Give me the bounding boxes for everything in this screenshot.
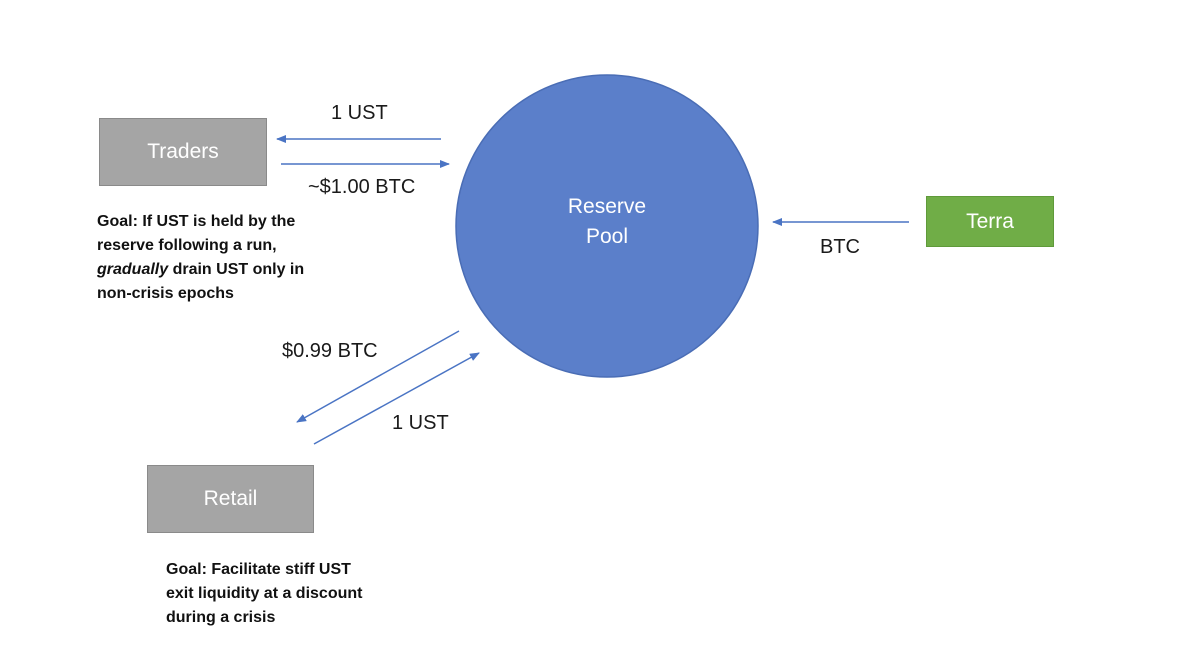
- traders-goal-line3-rest: drain UST only in: [168, 261, 305, 278]
- reserve-pool-label-line1: Reserve: [567, 195, 647, 218]
- arrow-retail-to-pool: [313, 352, 480, 445]
- traders-label: Traders: [147, 140, 219, 163]
- traders-node: Traders: [99, 118, 267, 186]
- retail-goal-line2: exit liquidity at a discount: [166, 585, 363, 602]
- retail-node: Retail: [147, 465, 314, 533]
- traders-goal-line2: reserve following a run,: [97, 237, 277, 254]
- flow-label-pool-to-retail: $0.99 BTC: [282, 340, 378, 362]
- flow-label-pool-to-traders: 1 UST: [331, 102, 388, 124]
- traders-goal-line3: gradually drain UST only in: [97, 258, 304, 282]
- flow-label-retail-to-pool: 1 UST: [392, 412, 449, 434]
- retail-goal-line3: during a crisis: [166, 609, 276, 626]
- traders-goal: Goal: If UST is held by the reserve foll…: [97, 210, 304, 306]
- terra-node: Terra: [926, 196, 1054, 247]
- flow-label-terra-to-pool: BTC: [820, 236, 860, 258]
- traders-goal-line4: non-crisis epochs: [97, 285, 234, 302]
- retail-label: Retail: [203, 487, 258, 510]
- traders-goal-line1: Goal: If UST is held by the: [97, 213, 296, 230]
- flow-label-traders-to-pool: ~$1.00 BTC: [308, 176, 416, 198]
- arrow-pool-to-retail: [296, 330, 460, 423]
- traders-goal-emphasis: gradually: [97, 261, 169, 278]
- retail-goal-line1: Goal: Facilitate stiff UST: [166, 561, 351, 578]
- reserve-pool-circle: [455, 74, 759, 378]
- retail-goal: Goal: Facilitate stiff UST exit liquidit…: [166, 558, 362, 630]
- reserve-pool-label-line2: Pool: [585, 225, 629, 248]
- reserve-pool-label: Reserve Pool: [527, 192, 687, 252]
- terra-label: Terra: [966, 209, 1014, 233]
